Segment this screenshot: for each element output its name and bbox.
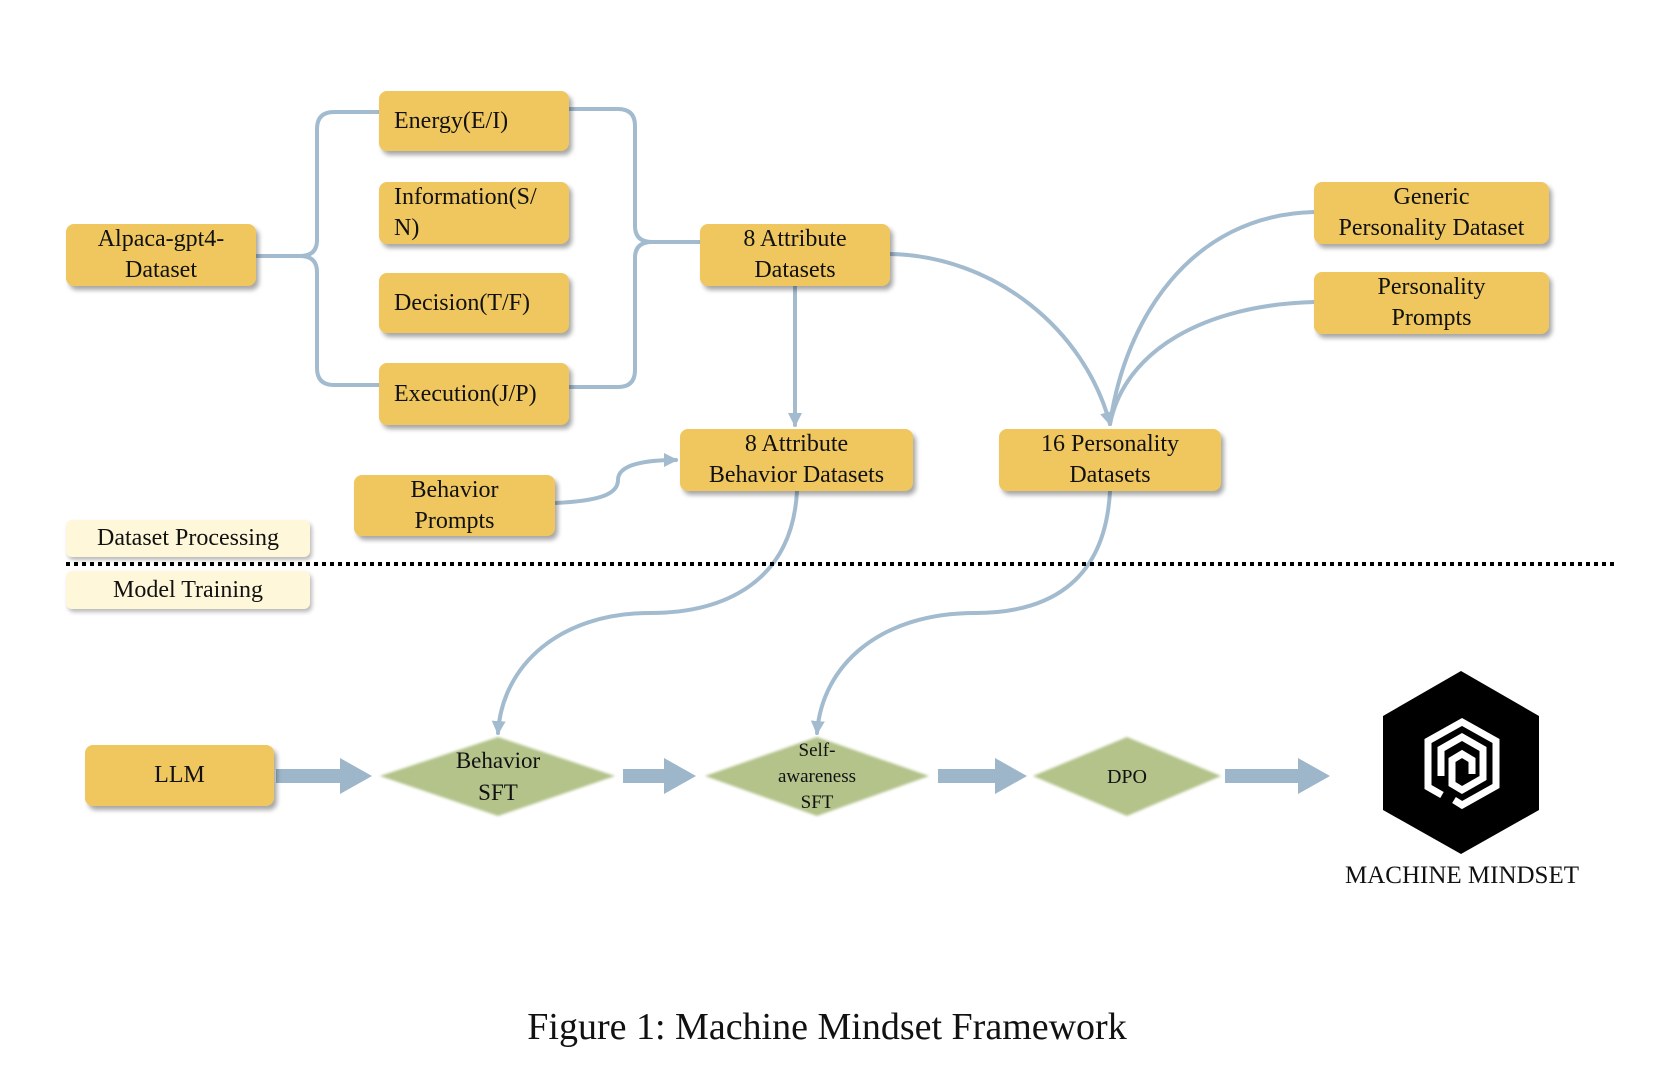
node-label-line: Information(S/ — [394, 184, 537, 210]
training-stages — [380, 737, 1221, 816]
node-label-line: Prompts — [414, 507, 495, 534]
stage-self-awareness-sft-shape — [705, 737, 929, 816]
node-information: Information(S/ N) — [379, 182, 569, 244]
node-personality-prompts: Personality Prompts — [1314, 272, 1549, 334]
connector-generic-to-personality-datasets — [1108, 210, 1316, 426]
arrow-dpo-to-machine-mindset — [1225, 758, 1330, 794]
node-label-line: Decision(T/F) — [394, 289, 530, 316]
stage-label-line: DPO — [1106, 765, 1147, 788]
node-label-line: Personality — [1377, 274, 1486, 300]
node-label-line: Datasets — [1069, 462, 1151, 488]
node-label-line: N) — [394, 215, 420, 241]
node-alpaca-gpt4-dataset: Alpaca-gpt4- Dataset — [66, 224, 256, 286]
node-execution: Execution(J/P) — [379, 363, 569, 425]
node-label-line: Dataset — [125, 257, 197, 283]
node-llm: LLM — [85, 745, 274, 806]
node-generic-personality-dataset: Generic Personality Dataset — [1314, 182, 1549, 244]
pipeline-arrows — [276, 758, 1330, 794]
stage-behavior-sft: Behavior SFT — [378, 737, 618, 816]
arrow-self-awareness-sft-to-dpo — [938, 758, 1027, 794]
stage-label-line: awareness — [777, 765, 857, 787]
node-label-line: Energy(E/I) — [394, 107, 509, 134]
node-label-line: LLM — [154, 762, 205, 788]
connector-behavior-datasets-to-behavior-sft — [491, 489, 799, 735]
node-label-line: Behavior — [410, 476, 499, 503]
connector-attribute-to-personality-datasets — [888, 252, 1114, 426]
figure-caption: Figure 1: Machine Mindset Framework — [527, 1006, 1127, 1048]
node-energy: Energy(E/I) — [379, 91, 569, 151]
connector-behavior-prompts-to-behavior-datasets — [553, 453, 678, 505]
node-behavior-prompts: Behavior Prompts — [354, 475, 555, 536]
connector-prompts-to-personality-datasets — [1108, 300, 1316, 426]
logo-spiral-outer — [1424, 717, 1500, 810]
node-label-line: Behavior Datasets — [708, 462, 885, 488]
node-16-personality-datasets: 16 Personality Datasets — [999, 429, 1221, 491]
node-label-line: Personality Dataset — [1338, 215, 1525, 241]
section-label-model-training: Model Training — [66, 571, 310, 609]
node-label-line: Datasets — [754, 257, 836, 283]
hexagon-spiral-icon — [1383, 671, 1539, 854]
logo-hexagon — [1383, 671, 1539, 854]
node-label-line: 8 Attribute — [744, 431, 849, 457]
node-8-attribute-behavior-datasets: 8 Attribute Behavior Datasets — [680, 429, 913, 491]
node-label-line: Generic — [1393, 184, 1470, 210]
connector-attribute-brace — [567, 107, 702, 389]
stage-dpo: DPO — [1007, 737, 1247, 816]
logo-spiral-inner — [1437, 732, 1487, 795]
connector-alpaca-brace — [254, 110, 381, 387]
node-label-line: Alpaca-gpt4- — [97, 226, 225, 252]
stage-label-line: SFT — [478, 779, 518, 805]
connector-personality-datasets-to-self-awareness-sft — [810, 489, 1112, 735]
node-8-attribute-datasets: 8 Attribute Datasets — [700, 224, 890, 286]
section-label-dataset-processing: Dataset Processing — [66, 520, 310, 557]
stage-label-line: SFT — [800, 791, 834, 813]
node-decision: Decision(T/F) — [379, 273, 569, 333]
stage-label-line: Self- — [798, 739, 836, 761]
logo-wordmark: MACHINE MINDSET — [1344, 862, 1580, 889]
node-label-line: 16 Personality — [1041, 431, 1179, 457]
node-label-line: 8 Attribute — [743, 226, 847, 252]
node-label-line: Prompts — [1391, 305, 1472, 331]
stage-behavior-sft-shape — [380, 737, 615, 816]
node-label-line: Execution(J/P) — [394, 380, 537, 407]
stage-self-awareness-sft: Self- awareness SFT — [697, 737, 937, 816]
stage-dpo-shape — [1033, 737, 1221, 816]
arrow-llm-to-behavior-sft — [276, 758, 372, 794]
stage-label-line: Behavior — [455, 747, 541, 773]
connectors — [254, 107, 1316, 735]
arrow-behavior-sft-to-self-awareness-sft — [623, 758, 696, 794]
